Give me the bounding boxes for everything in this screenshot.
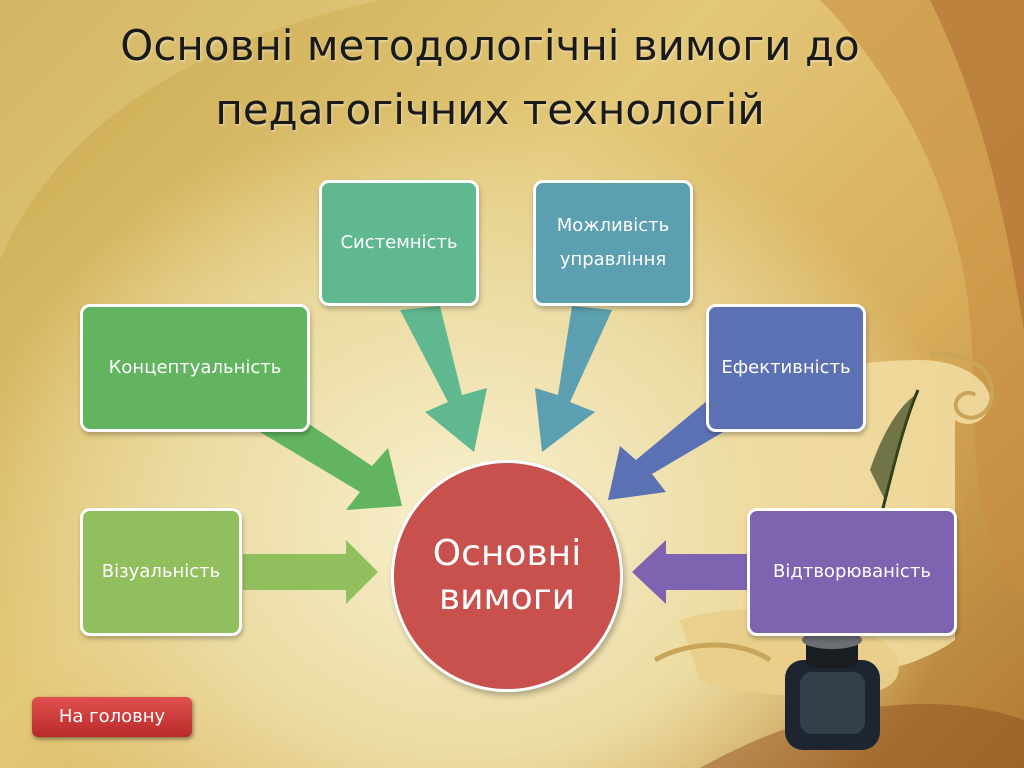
requirement-efficiency-label: Ефективність (721, 357, 851, 378)
requirement-conceptual-label: Концептуальність (108, 357, 282, 378)
requirement-conceptual-box: Концептуальність (80, 304, 310, 432)
requirement-reproducibility-box: Відтворюваність (747, 508, 957, 636)
center-line-1: Основні (432, 533, 582, 574)
requirement-manageability-line2: управління (559, 249, 667, 270)
requirement-efficiency-box: Ефективність (706, 304, 866, 432)
home-button[interactable]: На головну (32, 697, 192, 737)
requirement-manageability-line1: Можливість (556, 215, 670, 236)
requirement-systemic-box: Системність (319, 180, 479, 306)
requirement-manageability-box: Можливість управління (533, 180, 693, 306)
requirement-systemic-label: Системність (340, 232, 458, 253)
center-line-2: вимоги (438, 577, 576, 618)
title-line-2: педагогічних технологій (215, 85, 765, 134)
title-line-1: Основні методологічні вимоги до (120, 21, 860, 70)
slide-title: Основні методологічні вимоги до педагогі… (40, 14, 940, 142)
requirement-visuality-box: Візуальність (80, 508, 242, 636)
requirement-visuality-label: Візуальність (101, 561, 221, 582)
central-requirements-circle: Основні вимоги (391, 460, 623, 692)
requirement-reproducibility-label: Відтворюваність (773, 561, 931, 582)
